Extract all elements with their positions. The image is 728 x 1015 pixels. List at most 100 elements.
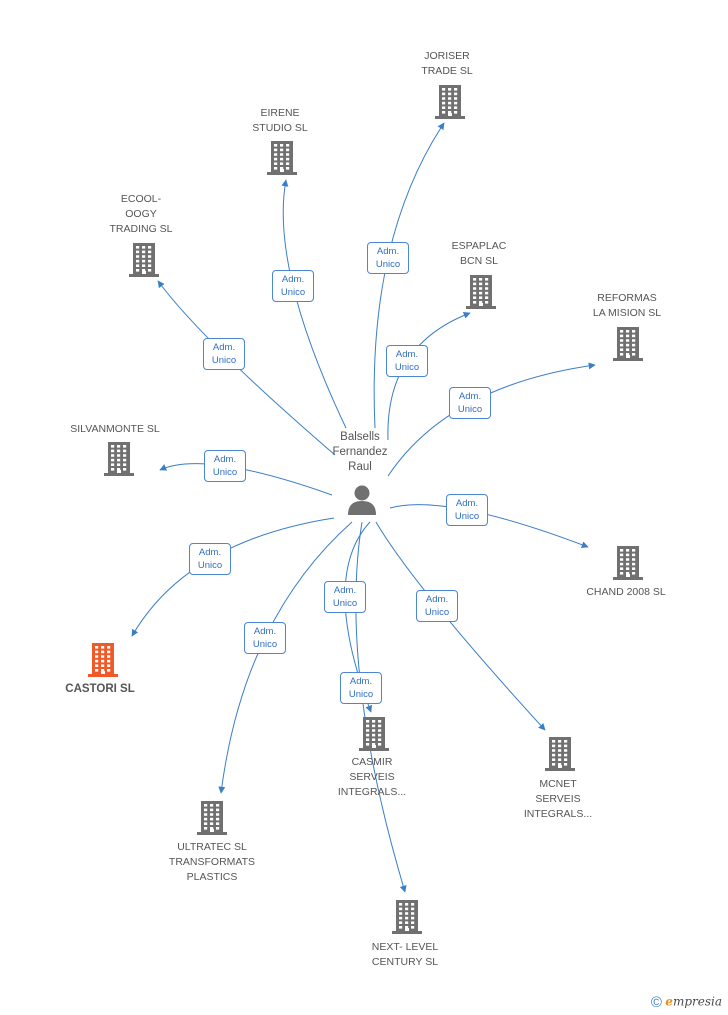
brand-initial: e xyxy=(665,994,673,1009)
company-label-castori: CASTORI SL xyxy=(25,682,175,697)
edge-badge-text: Unico xyxy=(197,560,223,571)
company-label-mcnet: MCNET SERVEIS INTEGRALS... xyxy=(483,777,633,822)
edge-badge-nextlevel[interactable]: Adm. Unico xyxy=(340,672,382,704)
company-label-eirene: EIRENE STUDIO SL xyxy=(205,106,355,136)
edge-badge-text: Adm. xyxy=(376,246,400,257)
edge-badge-text: Adm. xyxy=(212,342,236,353)
company-label-reformas-line: LA MISION SL xyxy=(592,307,662,319)
edge-badge-text: Unico xyxy=(394,362,420,373)
edge-castori xyxy=(131,517,335,637)
company-label-espaplac-line: BCN SL xyxy=(460,255,498,267)
building-icon[interactable] xyxy=(613,546,643,580)
edge-badge-reformas[interactable]: Adm. Unico xyxy=(449,387,491,419)
company-label-espaplac-line: ESPAPLAC xyxy=(451,240,507,252)
person-name-line: Raul xyxy=(348,461,372,473)
building-icon[interactable] xyxy=(545,737,575,771)
company-label-chand-line: CHAND 2008 SL xyxy=(586,586,666,598)
edge-badge-text: Unico xyxy=(424,607,450,618)
company-label-ultratec-line: PLASTICS xyxy=(186,871,238,883)
edge-badge-text: Unico xyxy=(454,511,480,522)
company-label-casmir-line: SERVEIS xyxy=(349,771,395,783)
person-icon[interactable] xyxy=(348,485,376,516)
company-label-mcnet-line: MCNET xyxy=(539,778,577,790)
building-icon[interactable] xyxy=(435,85,465,119)
company-label-nextlevel-line: CENTURY SL xyxy=(371,956,439,968)
edge-chand xyxy=(389,504,589,549)
edge-badge-eirene[interactable]: Adm. Unico xyxy=(272,270,314,302)
edge-badge-text: Adm. xyxy=(425,594,449,605)
company-label-mcnet-line: INTEGRALS... xyxy=(523,808,593,820)
company-label-espaplac: ESPAPLAC BCN SL xyxy=(404,239,554,269)
company-label-nextlevel-line: NEXT- LEVEL xyxy=(371,941,439,953)
building-icon[interactable] xyxy=(392,900,422,934)
edge-badge-text: Adm. xyxy=(333,585,357,596)
company-label-ecool-line: OOGY xyxy=(125,208,157,220)
edge-badge-text: Adm. xyxy=(455,498,479,509)
company-label-chand: CHAND 2008 SL xyxy=(551,585,701,600)
edge-badge-joriser[interactable]: Adm. Unico xyxy=(367,242,409,274)
building-icon[interactable] xyxy=(613,327,643,361)
edge-badge-text: Adm. xyxy=(213,454,237,465)
brand-name: mpresia xyxy=(672,994,722,1009)
edge-badge-mcnet[interactable]: Adm. Unico xyxy=(416,590,458,622)
company-label-mcnet-line: SERVEIS xyxy=(535,793,581,805)
edge-badge-text: Unico xyxy=(457,404,483,415)
company-label-ecool: ECOOL- OOGY TRADING SL xyxy=(66,192,216,237)
edge-badge-ultratec[interactable]: Adm. Unico xyxy=(244,622,286,654)
edge-nextlevel xyxy=(355,521,407,893)
edge-ultratec xyxy=(218,521,353,794)
company-label-ecool-line: ECOOL- xyxy=(120,193,162,205)
edge-badge-text: Adm. xyxy=(253,626,277,637)
building-icon[interactable] xyxy=(104,442,134,476)
edge-badge-text: Unico xyxy=(375,259,401,270)
company-label-ultratec-line: ULTRATEC SL xyxy=(177,841,247,853)
edge-badge-text: Unico xyxy=(348,689,374,700)
edge-badge-chand[interactable]: Adm. Unico xyxy=(446,494,488,526)
company-label-eirene-line: EIRENE xyxy=(260,107,300,119)
edge-badge-text: Unico xyxy=(252,639,278,650)
edge-mcnet xyxy=(375,521,546,731)
edge-badge-casmir[interactable]: Adm. Unico xyxy=(324,581,366,613)
building-icon[interactable] xyxy=(359,717,389,751)
edge-joriser xyxy=(373,122,445,429)
edge-badge-espaplac[interactable]: Adm. Unico xyxy=(386,345,428,377)
edge-badge-text: Adm. xyxy=(198,547,222,558)
company-label-reformas-line: REFORMAS xyxy=(597,292,657,304)
company-label-ultratec: ULTRATEC SL TRANSFORMATS PLASTICS xyxy=(137,840,287,885)
company-label-castori-line: CASTORI SL xyxy=(65,683,135,695)
company-label-silvanmonte: SILVANMONTE SL xyxy=(40,422,190,437)
footer-brand: © empresia xyxy=(651,994,722,1011)
person-name-line: Fernandez xyxy=(332,446,388,458)
building-icon[interactable] xyxy=(197,801,227,835)
building-icon[interactable] xyxy=(267,141,297,175)
edge-badge-text: Unico xyxy=(212,467,238,478)
company-label-nextlevel: NEXT- LEVEL CENTURY SL xyxy=(330,940,480,970)
edge-badge-text: Unico xyxy=(332,598,358,609)
company-label-silvanmonte-line: SILVANMONTE SL xyxy=(70,423,160,435)
company-label-joriser-line: TRADE SL xyxy=(421,65,473,77)
edge-badge-text: Adm. xyxy=(349,676,373,687)
company-label-eirene-line: STUDIO SL xyxy=(252,122,308,134)
building-icon[interactable] xyxy=(129,243,159,277)
edge-eirene xyxy=(281,179,347,429)
building-icon[interactable] xyxy=(88,643,118,677)
copyright-symbol: © xyxy=(650,994,662,1011)
company-label-ecool-line: TRADING SL xyxy=(109,223,173,235)
edge-badge-text: Unico xyxy=(280,287,306,298)
edge-badge-silvanmonte[interactable]: Adm. Unico xyxy=(204,450,246,482)
edge-badge-ecool[interactable]: Adm. Unico xyxy=(203,338,245,370)
person-name-line: Balsells xyxy=(340,431,380,443)
edge-badge-castori[interactable]: Adm. Unico xyxy=(189,543,231,575)
company-label-ultratec-line: TRANSFORMATS xyxy=(168,856,256,868)
edge-badge-text: Adm. xyxy=(281,274,305,285)
company-label-reformas: REFORMAS LA MISION SL xyxy=(552,291,702,321)
company-label-casmir-line: CASMIR xyxy=(351,756,393,768)
edge-badge-text: Adm. xyxy=(395,349,419,360)
edge-badge-text: Adm. xyxy=(458,391,482,402)
building-icon[interactable] xyxy=(466,275,496,309)
edge-badge-text: Unico xyxy=(211,355,237,366)
